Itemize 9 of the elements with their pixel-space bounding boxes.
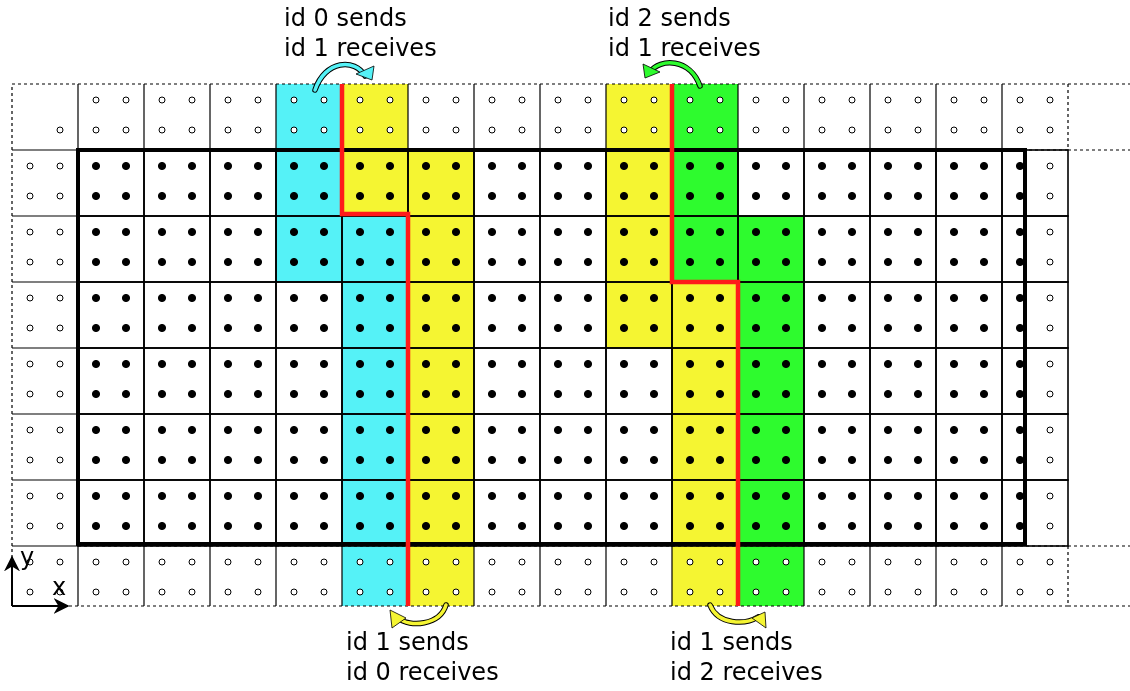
receiver-label: id 0 receives — [346, 658, 499, 686]
receiver-label: id 1 receives — [608, 34, 761, 62]
receiver-label: id 1 receives — [284, 34, 437, 62]
sender-label: id 1 sends — [670, 628, 793, 656]
sender-label: id 0 sends — [284, 4, 407, 32]
receiver-label: id 2 receives — [670, 658, 823, 686]
sender-label: id 1 sends — [346, 628, 469, 656]
sender-label: id 2 sends — [608, 4, 731, 32]
axis-label: y — [20, 543, 35, 571]
